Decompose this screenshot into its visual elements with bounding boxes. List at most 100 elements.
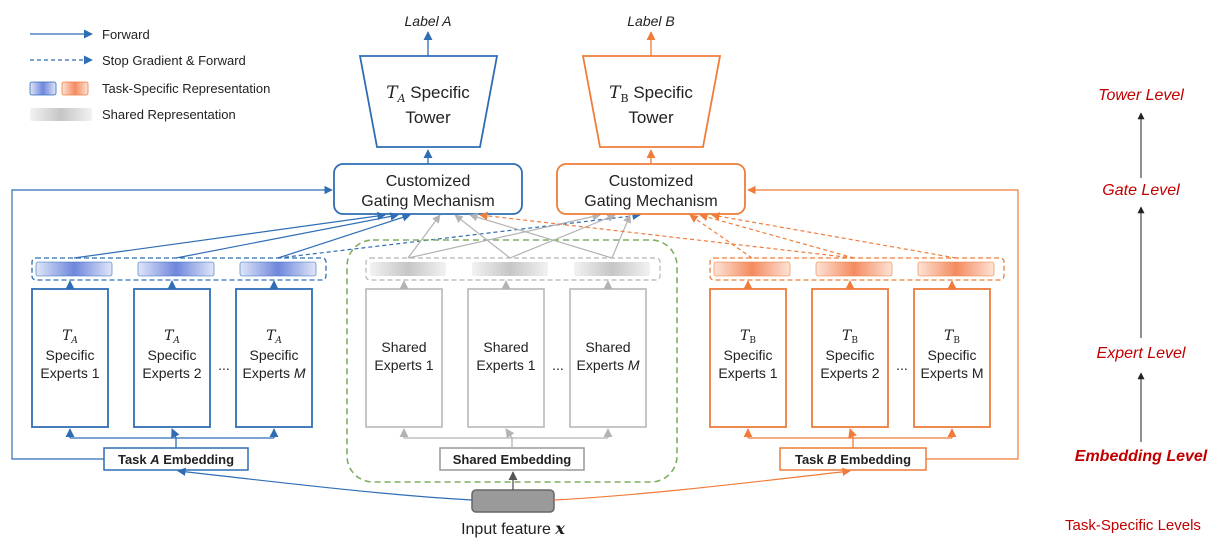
shared-expert-2 [467,288,545,428]
task-a-representation-2 [137,261,215,277]
task-b-rep-m-to-gate-b [711,212,957,259]
legend-task-b-swatch [61,81,89,96]
task-b-expert-1-line2: Specific [723,347,772,363]
shared-expert-2-line1: Shared [483,339,528,355]
task-b-expert-2-line2: Specific [825,347,874,363]
shared-expert-1-line1: Shared [381,339,426,355]
label-a: Label A [405,13,452,29]
task-a-embedding-to-gate-line [11,185,333,460]
shared-embedding-label: Shared Embedding [453,452,572,467]
shared-expert-1-line2: Experts 1 [374,357,433,373]
tower-b [581,55,722,148]
task-a-embedding-to-expert-2 [171,428,180,439]
task-a-expert-2-line2: Specific [147,347,196,363]
task-b-representation-2 [815,261,893,277]
shared-embedding-fanout [404,437,608,448]
shared-rep-2-to-gate-a [454,214,511,259]
task-b-embedding-fanout [748,437,952,448]
task-a-expert-m-line2: Specific [249,347,298,363]
shared-expert-m-line2: Experts M [576,357,639,373]
task-b-expert-m-symbol: TB [944,328,960,346]
legend-task-a-swatch [29,81,57,96]
task-a-expert-2 [133,288,211,428]
task-a-representation-1 [35,261,113,277]
tower-b-subtitle: Tower [628,108,674,127]
shared-representation-2 [472,262,548,276]
legend-stop-gradient-label: Stop Gradient & Forward [102,53,246,68]
task-b-ellipsis: ... [896,357,908,373]
task-b-expert-m-line2: Specific [927,347,976,363]
shared-expert-2-line2: Experts 1 [476,357,535,373]
task-b-representation-m [917,261,995,277]
task-a-ellipsis: ... [218,357,230,373]
task-a-expert-1-line2: Specific [45,347,94,363]
gate-b-line1: Customized [609,173,693,190]
task-a-expert-m-line3: Experts M [242,365,305,381]
shared-rep-m-to-gate-b [611,214,631,259]
gate-a-line2: Gating Mechanism [361,193,494,210]
task-b-rep-2-to-gate-b [699,212,855,259]
task-a-embedding-fanout [70,437,274,448]
shared-expert-m-line1: Shared [585,339,630,355]
task-b-rep-1-to-gate-b [689,214,753,259]
gate-a-line1: Customized [386,173,470,190]
task-b-expert-2-line3: Experts 2 [820,365,879,381]
task-a-representation-group [31,257,327,281]
task-a-rep-1-to-gate [73,211,386,259]
task-b-representation-1 [713,261,791,277]
shared-group-outline [346,239,678,483]
input-to-task-a-embedding-arrow [177,467,473,501]
task-a-branch: Label A TA Specific Tower Customized Gat… [11,13,641,471]
task-a-rep-m-to-gate [277,213,411,259]
task-specific-levels-caption: Task-Specific Levels [1065,517,1201,534]
shared-representation-m [574,262,650,276]
shared-expert-1 [365,288,443,428]
task-b-expert-1 [709,288,787,428]
embedding-level-label: Embedding Level [1075,448,1208,465]
legend-shared-swatch [30,108,92,121]
task-a-representation-m [239,261,317,277]
task-b-embedding-to-gate-line [747,185,1019,460]
task-b-branch: Label B TB Specific Tower Customized Gat… [479,13,1019,471]
shared-rep-1-to-gate-b [407,212,601,259]
label-b: Label B [627,13,674,29]
task-a-expert-2-symbol: TA [164,328,180,346]
shared-representation-1 [370,262,446,276]
legend: Forward Stop Gradient & Forward Task-Spe… [29,27,270,122]
shared-rep-2-to-gate-b [509,213,616,259]
shared-rep-m-to-gate-a [469,213,613,259]
gate-level-label: Gate Level [1102,182,1180,199]
task-b-expert-2 [811,288,889,428]
task-b-expert-1-symbol: TB [740,328,756,346]
task-a-embedding-label: Task A Embedding [118,452,234,467]
tower-a-subtitle: Tower [405,108,451,127]
legend-task-specific-label: Task-Specific Representation [102,81,270,96]
input-feature-label: Input feature x [461,519,565,538]
legend-shared-label: Shared Representation [102,107,236,122]
task-b-representation-group [709,257,1005,281]
legend-forward-label: Forward [102,27,150,42]
task-b-expert-m [913,288,991,428]
shared-embedding-to-expert-2 [505,428,515,439]
tower-level-label: Tower Level [1098,87,1184,104]
gate-a [333,163,523,215]
task-b-embedding-to-expert-2 [848,428,857,439]
shared-representation-group [365,257,661,281]
input-feature-block [471,489,555,513]
task-b-expert-2-symbol: TB [842,328,858,346]
tower-a [358,55,499,148]
gate-b-line2: Gating Mechanism [584,193,717,210]
shared-rep-1-to-gate-a [407,214,441,259]
shared-expert-m [569,288,647,428]
shared-branch: Shared Experts 1 Shared Experts 1 ... Sh… [346,212,678,483]
task-b-rep-to-gate-a-stop-gradient [479,211,855,259]
tower-b-title: TB Specific [609,83,693,105]
task-b-expert-m-line3: Experts M [920,365,983,381]
task-a-rep-2-to-gate [175,212,399,259]
shared-ellipsis: ... [552,357,564,373]
levels-axis: Tower Level Gate Level Expert Level Embe… [1065,87,1208,534]
task-a-expert-2-line3: Experts 2 [142,365,201,381]
task-a-expert-m-symbol: TA [266,328,282,346]
